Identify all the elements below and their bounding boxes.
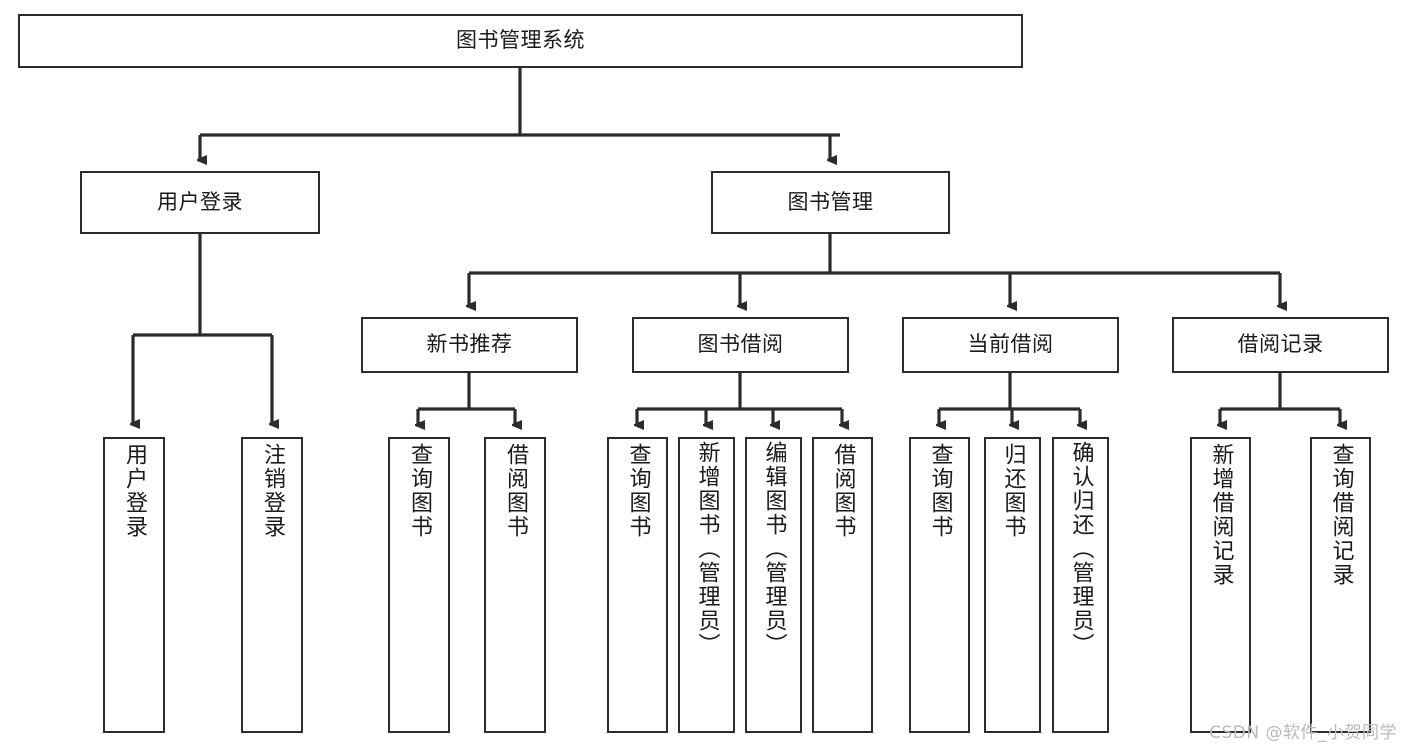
node-leaf-query-book-1-label: 查询图书	[407, 443, 432, 539]
node-leaf-query-book-2-label: 查询图书	[625, 443, 651, 539]
node-leaf-user-login-label: 用户登录	[122, 443, 147, 539]
node-root[interactable]: 图书管理系统	[18, 14, 1023, 68]
node-leaf-borrow-book-1-label: 借阅图书	[503, 443, 528, 539]
node-leaf-add-book[interactable]: 新增图书（管理员）	[678, 437, 735, 733]
node-leaf-return-book[interactable]: 归还图书	[984, 437, 1041, 733]
node-leaf-query-record[interactable]: 查询借阅记录	[1310, 437, 1371, 733]
node-leaf-borrow-book-1[interactable]: 借阅图书	[484, 437, 546, 733]
node-leaf-edit-book-label: 编辑图书（管理员）	[761, 441, 787, 657]
node-user-login-label: 用户登录	[157, 189, 243, 214]
node-new-book-recommend[interactable]: 新书推荐	[361, 317, 578, 373]
node-book-borrow-label: 图书借阅	[697, 332, 784, 357]
node-leaf-borrow-book-2[interactable]: 借阅图书	[812, 437, 873, 733]
node-user-login[interactable]: 用户登录	[80, 171, 320, 234]
node-current-borrow-label: 当前借阅	[967, 332, 1054, 357]
node-leaf-edit-book[interactable]: 编辑图书（管理员）	[745, 437, 802, 733]
node-leaf-borrow-book-2-label: 借阅图书	[830, 443, 856, 539]
node-leaf-add-record-label: 新增借阅记录	[1208, 443, 1234, 587]
node-leaf-logout[interactable]: 注销登录	[241, 437, 303, 733]
node-new-book-recommend-label: 新书推荐	[426, 332, 513, 357]
node-borrow-record[interactable]: 借阅记录	[1172, 317, 1389, 373]
node-leaf-return-book-label: 归还图书	[1000, 443, 1026, 539]
node-book-management[interactable]: 图书管理	[711, 171, 950, 234]
node-leaf-logout-label: 注销登录	[260, 443, 285, 539]
node-leaf-user-login[interactable]: 用户登录	[103, 437, 165, 733]
node-leaf-add-record[interactable]: 新增借阅记录	[1190, 437, 1251, 733]
node-leaf-query-record-label: 查询借阅记录	[1328, 443, 1354, 587]
node-leaf-confirm-return[interactable]: 确认归还（管理员）	[1052, 437, 1109, 733]
node-leaf-confirm-return-label: 确认归还（管理员）	[1068, 441, 1094, 657]
node-root-label: 图书管理系统	[456, 28, 585, 53]
csdn-watermark: CSDN @软件_小贺同学	[1209, 723, 1397, 743]
node-leaf-query-book-3-label: 查询图书	[927, 443, 953, 539]
node-book-management-label: 图书管理	[787, 189, 874, 214]
node-leaf-add-book-label: 新增图书（管理员）	[694, 441, 720, 657]
node-leaf-query-book-1[interactable]: 查询图书	[388, 437, 450, 733]
node-current-borrow[interactable]: 当前借阅	[902, 317, 1119, 373]
node-leaf-query-book-3[interactable]: 查询图书	[909, 437, 970, 733]
node-borrow-record-label: 借阅记录	[1237, 332, 1324, 357]
node-book-borrow[interactable]: 图书借阅	[632, 317, 849, 373]
node-leaf-query-book-2[interactable]: 查询图书	[607, 437, 668, 733]
